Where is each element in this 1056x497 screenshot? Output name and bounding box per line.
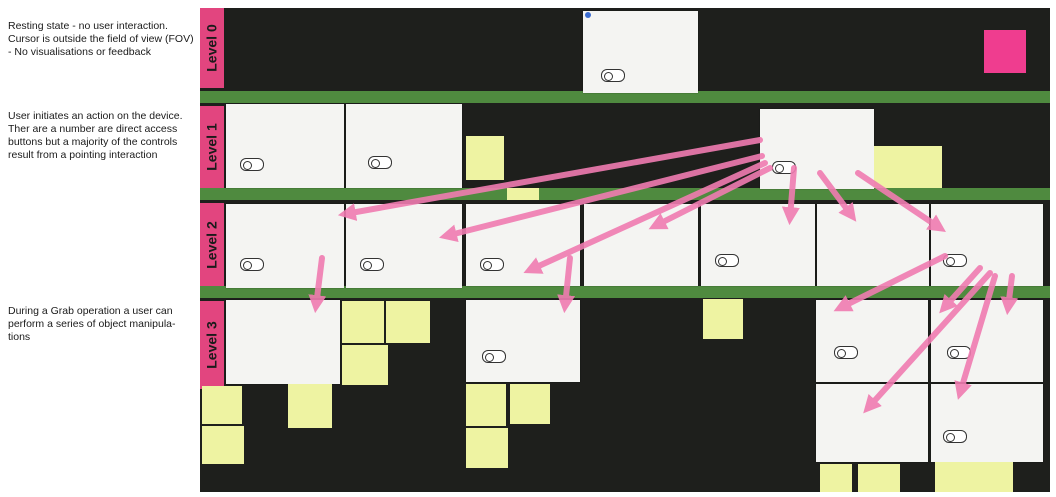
level-1-tab: Level 1 [200,106,224,188]
arrow [439,153,765,243]
toggle-sketch [240,258,264,271]
arrow [1000,273,1019,316]
arrow [308,255,327,314]
arrow [939,265,983,314]
arrow [855,170,946,233]
sketch-move [816,300,928,382]
sketch-text-entry [226,300,340,384]
level-3-tab: Level 3 [200,301,224,389]
sticky-note [874,146,942,188]
sticky-note [202,426,244,464]
toggle-sketch [482,350,506,363]
sketch-shell [226,104,344,188]
flow-arrows [308,137,1019,414]
arrow [648,165,773,230]
arrow [863,270,993,414]
toggle-sketch [480,258,504,271]
sketch-call-up-text-entry [226,204,344,288]
arrow [337,137,763,221]
sticky-note [935,462,1013,492]
level-2-tab: Level 2 [200,203,224,286]
sketch-point [760,109,874,189]
sticky-note [202,386,242,424]
pink-sticky-note [984,30,1026,73]
sticky-note [466,136,504,180]
sticky-note [507,188,539,200]
sticky-note [858,464,900,492]
band-divider [200,286,1050,298]
sketch-global-volume-settings [346,204,462,288]
arrow [833,253,948,312]
sketch-resting-state [583,11,698,93]
annotation-column: Resting state - no user interaction. Cur… [0,0,200,497]
sticky-note [342,301,384,343]
sticky-note [820,464,852,492]
sticky-note [342,345,388,385]
push-pin [585,12,591,18]
level3-annotation: During a Grab operation a user can perfo… [8,305,176,343]
sticky-note [510,384,550,424]
toggle-sketch [943,254,967,267]
toggle-sketch [943,430,967,443]
toggle-sketch [715,254,739,267]
toggle-sketch [834,346,858,359]
sketch-rotate [931,384,1043,462]
arrow [523,160,768,274]
sketch-global-volume [346,104,462,188]
storyboard-wall: Level 0 Level 1 Level 2 Level 3 [200,8,1050,492]
sticky-note [466,428,508,468]
sticky-note [703,299,743,339]
level-0-tab: Level 0 [200,8,224,88]
sketch-app-menu [466,300,580,382]
level1-annotation: User initiates an action on the device. … [8,110,183,161]
sticky-note [386,301,430,343]
arrow [817,170,857,222]
toggle-sketch [360,258,384,271]
toggle-sketch [240,158,264,171]
arrow [781,165,800,226]
level0-annotation: Resting state - no user interaction. Cur… [8,20,194,58]
toggle-sketch [601,69,625,82]
toggle-sketch [368,156,392,169]
sticky-note [288,384,332,428]
arrow [557,255,576,314]
band-divider [200,91,1050,103]
sticky-note [466,384,506,426]
arrow [954,273,998,400]
